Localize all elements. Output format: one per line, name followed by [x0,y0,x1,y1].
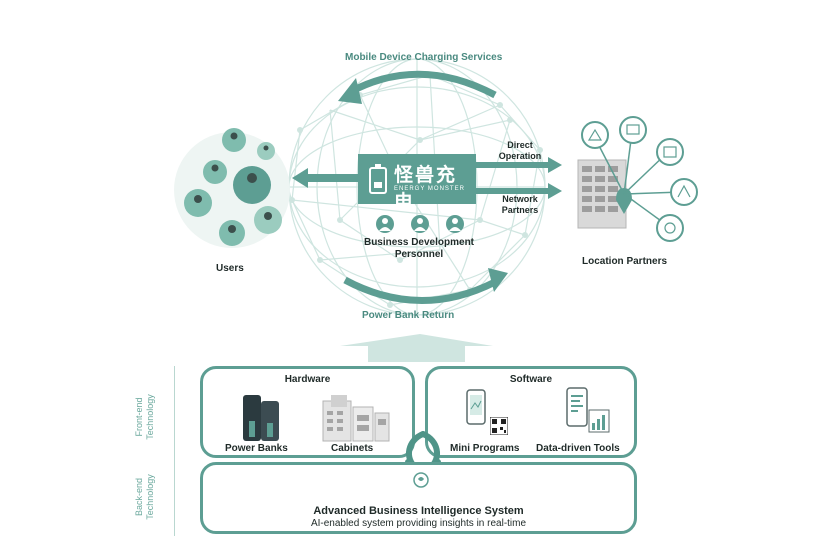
cabinet-icon [322,395,390,442]
software-box: Software Mini Programs Data-driven Tools [425,366,637,458]
phone-icon [566,387,588,427]
location-partners-graphic [577,116,698,242]
arrow-to-location-direct [476,157,562,173]
up-arrow [340,334,493,346]
arrow-to-users [292,168,359,188]
cabinets-label: Cabinets [331,443,374,454]
qr-code-icon [490,417,508,435]
back-end-label: Back-end Technology [134,474,155,520]
arrow-to-location-network [476,183,562,199]
software-title: Software [509,374,553,385]
power-banks-label: Power Banks [225,443,288,454]
backend-box: Advanced Business Intelligence System AI… [200,462,637,534]
power-bank-return-label: Power Bank Return [362,310,455,321]
power-bank-return-arc [343,276,497,304]
mini-programs-label: Mini Programs [450,443,520,454]
brand-name-en: ENERGY MONSTER [394,186,465,192]
front-end-label: Front-end Technology [134,394,155,440]
network-partners-label: Network Partners [501,194,539,215]
charging-services-arc [348,70,497,99]
location-partners-label: Location Partners [582,256,668,267]
users-label: Users [216,263,244,274]
mobile-services-label: Mobile Device Charging Services [345,52,503,63]
data-driven-tools-label: Data-driven Tools [536,443,620,454]
arc-arrowhead-left [338,78,362,104]
power-bank-logo-icon [369,164,387,194]
brain-icon [413,472,429,488]
hardware-title: Hardware [284,374,331,385]
direct-operation-label: Direct Operation [498,140,542,161]
energy-monster-logo-box: 怪兽充电 ENERGY MONSTER [358,154,476,213]
arc-arrowhead-right [488,268,508,292]
backend-title: Advanced Business Intelligence System [313,505,524,517]
users-cluster [174,128,290,248]
phone-icon [466,389,486,425]
power-bank-icon [243,395,279,441]
backend-subtitle: AI-enabled system providing insights in … [310,518,527,529]
hardware-box: Hardware Power Banks Cabinets [200,366,415,458]
front-back-divider [174,366,175,536]
bd-personnel-label: Business Development Personnel [363,237,475,260]
brand-name-cn: 怪兽充电 [394,164,458,213]
chart-icon [588,409,610,433]
